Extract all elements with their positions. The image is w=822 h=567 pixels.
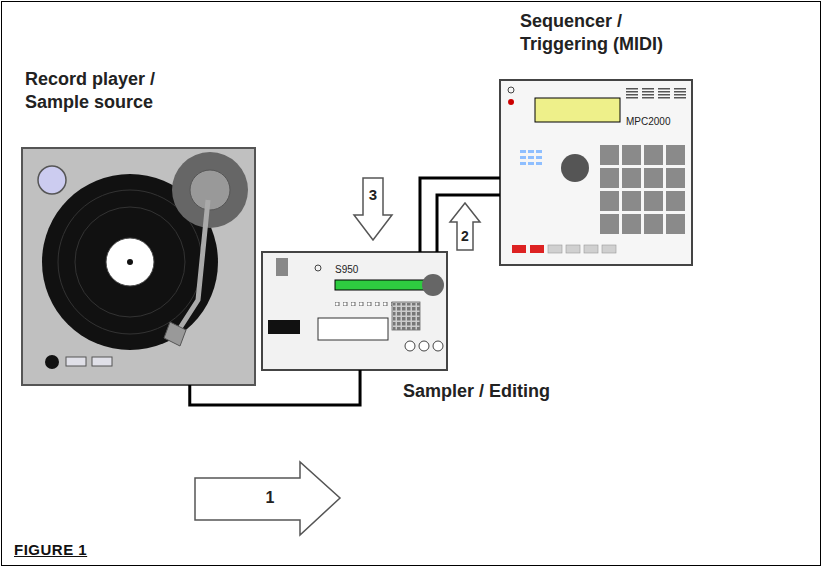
figure-caption: FIGURE 1 [14, 541, 87, 558]
cable [437, 195, 500, 252]
device-label: Record player / Sample source [25, 68, 200, 113]
device-label: Sequencer / Triggering (MIDI) [520, 10, 695, 55]
cable [420, 178, 500, 252]
flow-arrow [354, 178, 392, 240]
flow-arrow [450, 203, 480, 250]
sequencer-drawing [500, 80, 692, 265]
turntable-drawing [22, 148, 255, 385]
device-badge: MPC2000 [626, 116, 670, 129]
device-label: Sampler / Editing [403, 380, 550, 403]
callout-number: 3 [369, 187, 377, 202]
callout-number: 2 [461, 229, 469, 243]
sampler-node: S950Sampler / Editing [262, 252, 447, 370]
callout-number: 1 [266, 490, 275, 506]
device-badge: S950 [335, 264, 358, 277]
sequencer-node: Sequencer / Triggering (MIDI)MPC2000 [500, 80, 692, 265]
sampler-drawing [262, 252, 447, 370]
turntable-node: Record player / Sample source [22, 148, 255, 385]
flow-arrow [195, 462, 340, 535]
cable [190, 370, 360, 405]
